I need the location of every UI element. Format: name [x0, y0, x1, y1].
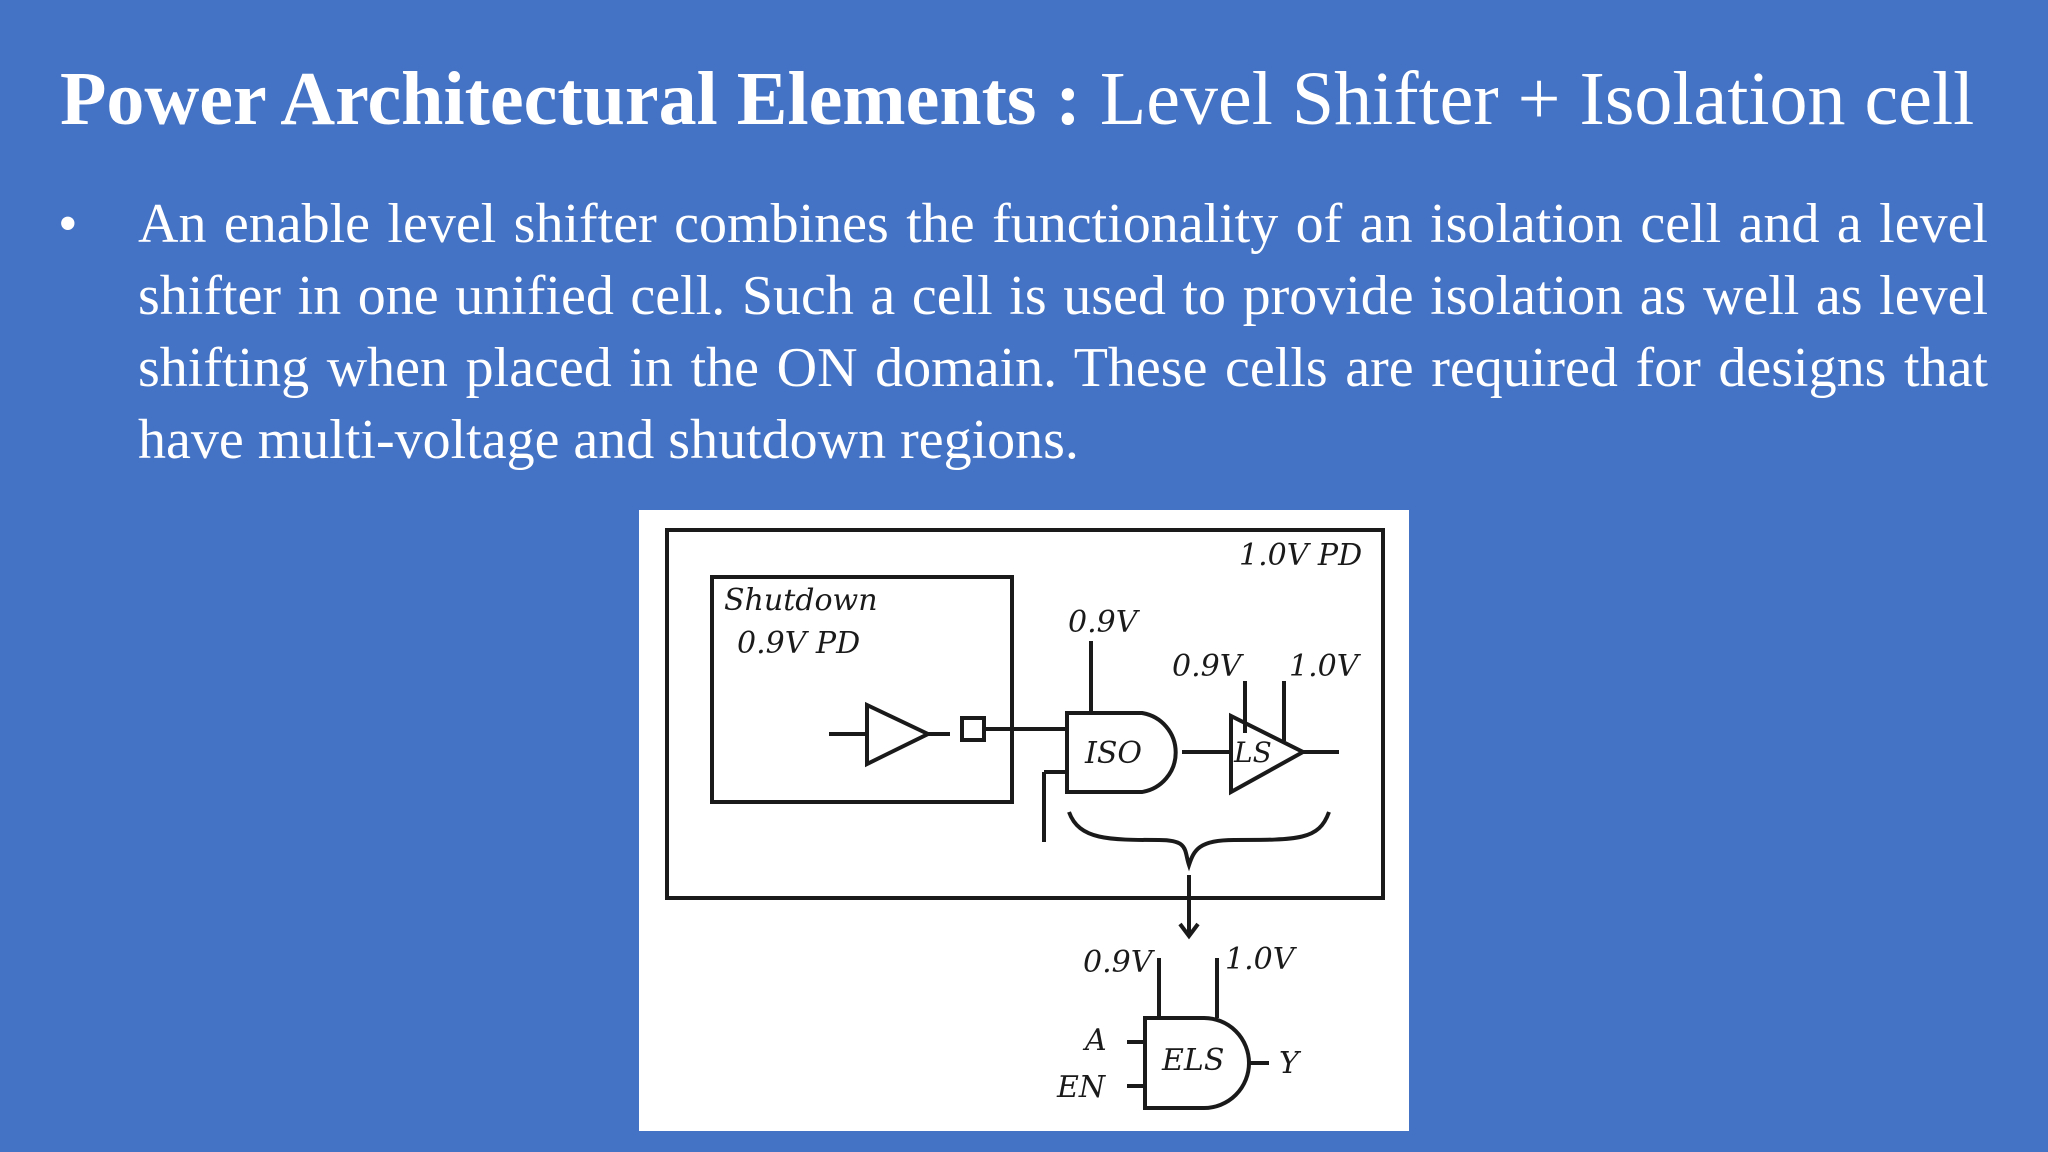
bullet-paragraph: An enable level shifter combines the fun… — [138, 193, 1988, 471]
els-high-supply-label: 1.0V — [1225, 942, 1298, 977]
iso-supply-label: 0.9V — [1068, 605, 1141, 640]
els-input-a-label: A — [1082, 1023, 1107, 1058]
bullet-dot-icon: • — [58, 193, 78, 255]
ls-low-supply-label: 0.9V — [1172, 649, 1245, 684]
ls-label: LS — [1233, 736, 1272, 769]
ls-high-supply-label: 1.0V — [1289, 649, 1362, 684]
els-output-y-label: Y — [1279, 1046, 1302, 1081]
els-diagram: 1.0V PD Shutdown 0.9V PD 0.9V ISO 0.9V 1… — [639, 510, 1409, 1131]
ls-triangle-icon — [1229, 712, 1308, 796]
slide-title: Power Architectural Elements : Level Shi… — [60, 52, 2000, 146]
buffer-triangle-icon — [865, 701, 933, 768]
els-input-en-label: EN — [1056, 1070, 1107, 1105]
title-bold-part: Power Architectural Elements : — [60, 57, 1081, 141]
iso-gate-icon — [1065, 711, 1178, 794]
shutdown-domain-box — [710, 575, 1014, 804]
els-gate-icon — [1143, 1016, 1251, 1110]
shutdown-label-line1: Shutdown — [724, 583, 878, 618]
curly-brace-icon — [1067, 811, 1331, 872]
iso-label: ISO — [1084, 736, 1142, 771]
els-label: ELS — [1161, 1043, 1224, 1078]
port-square-icon — [960, 716, 986, 742]
els-diagram-svg: 1.0V PD Shutdown 0.9V PD 0.9V ISO 0.9V 1… — [665, 528, 1385, 1110]
title-regular-part: Level Shifter + Isolation cell — [1099, 57, 1975, 141]
on-domain-box — [665, 528, 1385, 900]
on-domain-label: 1.0V PD — [1239, 538, 1362, 573]
shutdown-label-line2: 0.9V PD — [737, 626, 860, 661]
els-low-supply-label: 0.9V — [1083, 945, 1156, 980]
down-arrow-icon — [1178, 922, 1200, 940]
